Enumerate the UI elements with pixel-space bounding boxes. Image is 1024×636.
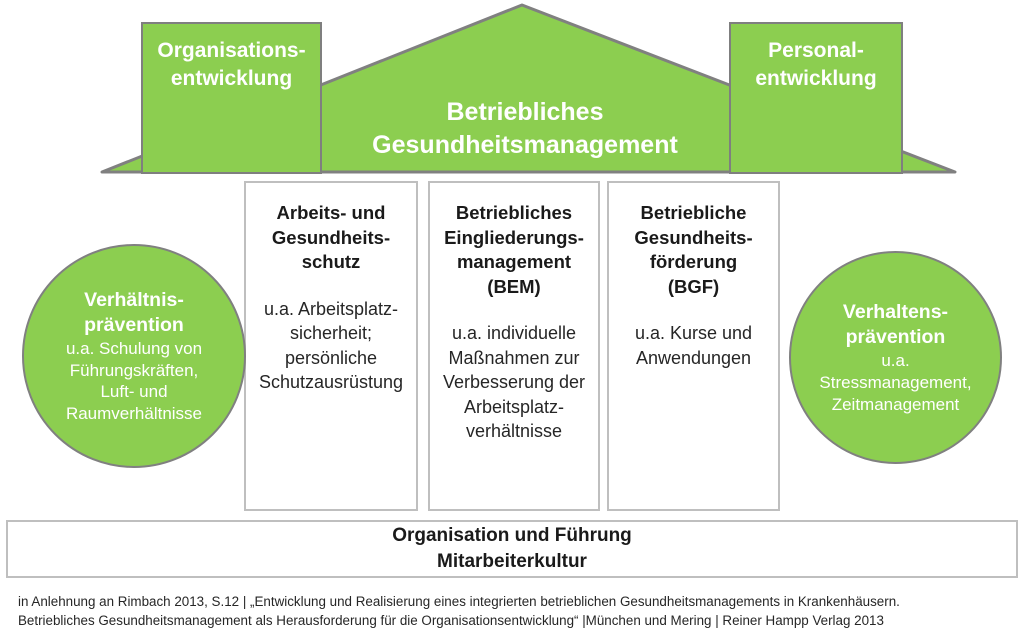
- side-box-organisationsentwicklung: Organisations- entwicklung: [141, 22, 322, 174]
- pillar-1-body: u.a. Arbeitsplatz- sicherheit; persönlic…: [258, 298, 404, 393]
- roof-title-line1: Betriebliches: [446, 98, 604, 126]
- side-box-organisationsentwicklung-line2: entwicklung: [170, 67, 293, 91]
- pillar-arbeits-und-gesundheitsschutz: Arbeits- und Gesundheits- schutz u.a. Ar…: [244, 181, 418, 511]
- circle-right-body: u.a. Stressmanagement, Zeitmanagement: [819, 351, 972, 414]
- foundation-bar: Organisation und Führung Mitarbeiterkult…: [6, 520, 1018, 578]
- pillar-2-title: Betriebliches Eingliederungs- management…: [444, 202, 584, 297]
- pillar-betriebliche-gesundheitsfoerderung: Betriebliche Gesundheits- förderung (BGF…: [607, 181, 780, 511]
- citation: in Anlehnung an Rimbach 2013, S.12 | „En…: [18, 592, 1013, 630]
- circle-verhaeltnispraevention: Verhältnis- prävention u.a. Schulung von…: [22, 244, 246, 468]
- side-box-personalentwicklung-line1: Personal-: [768, 39, 864, 62]
- pillar-betriebliches-eingliederungsmanagement: Betriebliches Eingliederungs- management…: [428, 181, 600, 511]
- circle-left-title: Verhältnis- prävention: [84, 288, 184, 336]
- pillar-1-title: Arbeits- und Gesundheits- schutz: [271, 202, 391, 273]
- circle-right-title: Verhaltens- prävention: [842, 300, 949, 349]
- pillar-2-body: u.a. individuelle Maßnahmen zur Verbesse…: [442, 323, 586, 442]
- side-box-personalentwicklung: Personal- entwicklung: [729, 22, 903, 174]
- foundation-line1: Organisation und Führung: [392, 525, 632, 547]
- pillar-3-title: Betriebliche Gesundheits- förderung (BGF…: [634, 202, 753, 297]
- roof-title: Betriebliches Gesundheitsmanagement: [300, 96, 750, 162]
- citation-line1: in Anlehnung an Rimbach 2013, S.12 | „En…: [18, 594, 900, 609]
- roof-title-line2: Gesundheitsmanagement: [372, 131, 678, 159]
- side-box-personalentwicklung-line2: entwicklung: [755, 67, 877, 91]
- circle-verhaltenspraevention: Verhaltens- prävention u.a. Stressmanage…: [789, 251, 1002, 464]
- circle-left-body: u.a. Schulung von Führungskräften, Luft-…: [65, 339, 203, 423]
- side-box-organisationsentwicklung-line1: Organisations-: [157, 39, 306, 62]
- foundation-line2: Mitarbeiterkultur: [437, 551, 587, 572]
- citation-line2: Betriebliches Gesundheitsmanagement als …: [18, 613, 884, 629]
- pillar-3-body: u.a. Kurse und Anwendungen: [634, 323, 753, 368]
